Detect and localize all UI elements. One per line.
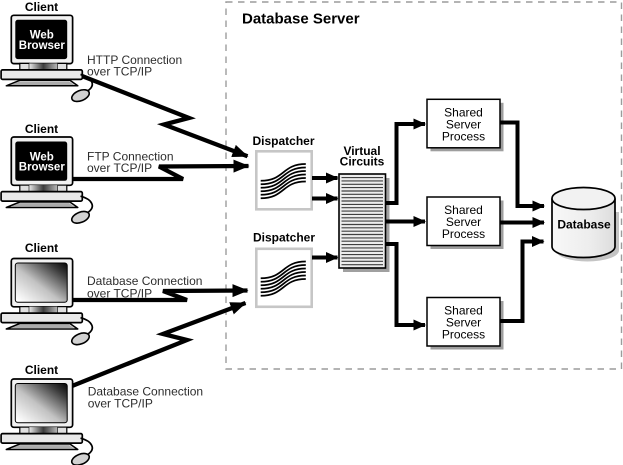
svg-text:Client: Client	[25, 0, 58, 14]
svg-text:over TCP/IP: over TCP/IP	[88, 396, 153, 410]
svg-text:Server: Server	[446, 215, 481, 229]
svg-text:Server: Server	[446, 117, 481, 131]
svg-text:Database: Database	[557, 218, 611, 232]
svg-text:over TCP/IP: over TCP/IP	[87, 286, 152, 300]
svg-text:over TCP/IP: over TCP/IP	[87, 161, 152, 175]
svg-text:Process: Process	[442, 227, 485, 241]
svg-text:HTTP Connection: HTTP Connection	[87, 53, 182, 67]
svg-text:FTP Connection: FTP Connection	[87, 150, 174, 164]
svg-text:Database Server: Database Server	[242, 11, 360, 28]
svg-text:Shared: Shared	[444, 105, 483, 119]
svg-text:Client: Client	[25, 241, 58, 255]
svg-text:Dispatcher: Dispatcher	[252, 134, 314, 148]
svg-text:Virtual: Virtual	[343, 144, 380, 158]
svg-text:Circuits: Circuits	[340, 155, 385, 169]
svg-text:Process: Process	[442, 328, 485, 342]
svg-text:Database Connection: Database Connection	[87, 274, 202, 288]
svg-text:Server: Server	[446, 316, 481, 330]
svg-text:Database Connection: Database Connection	[88, 385, 203, 399]
svg-text:over TCP/IP: over TCP/IP	[87, 65, 152, 79]
svg-text:Client: Client	[25, 363, 58, 377]
svg-text:Dispatcher: Dispatcher	[253, 231, 315, 245]
svg-text:Process: Process	[442, 129, 485, 143]
svg-text:Shared: Shared	[444, 304, 483, 318]
svg-text:Client: Client	[25, 122, 58, 136]
svg-text:Shared: Shared	[444, 203, 483, 217]
